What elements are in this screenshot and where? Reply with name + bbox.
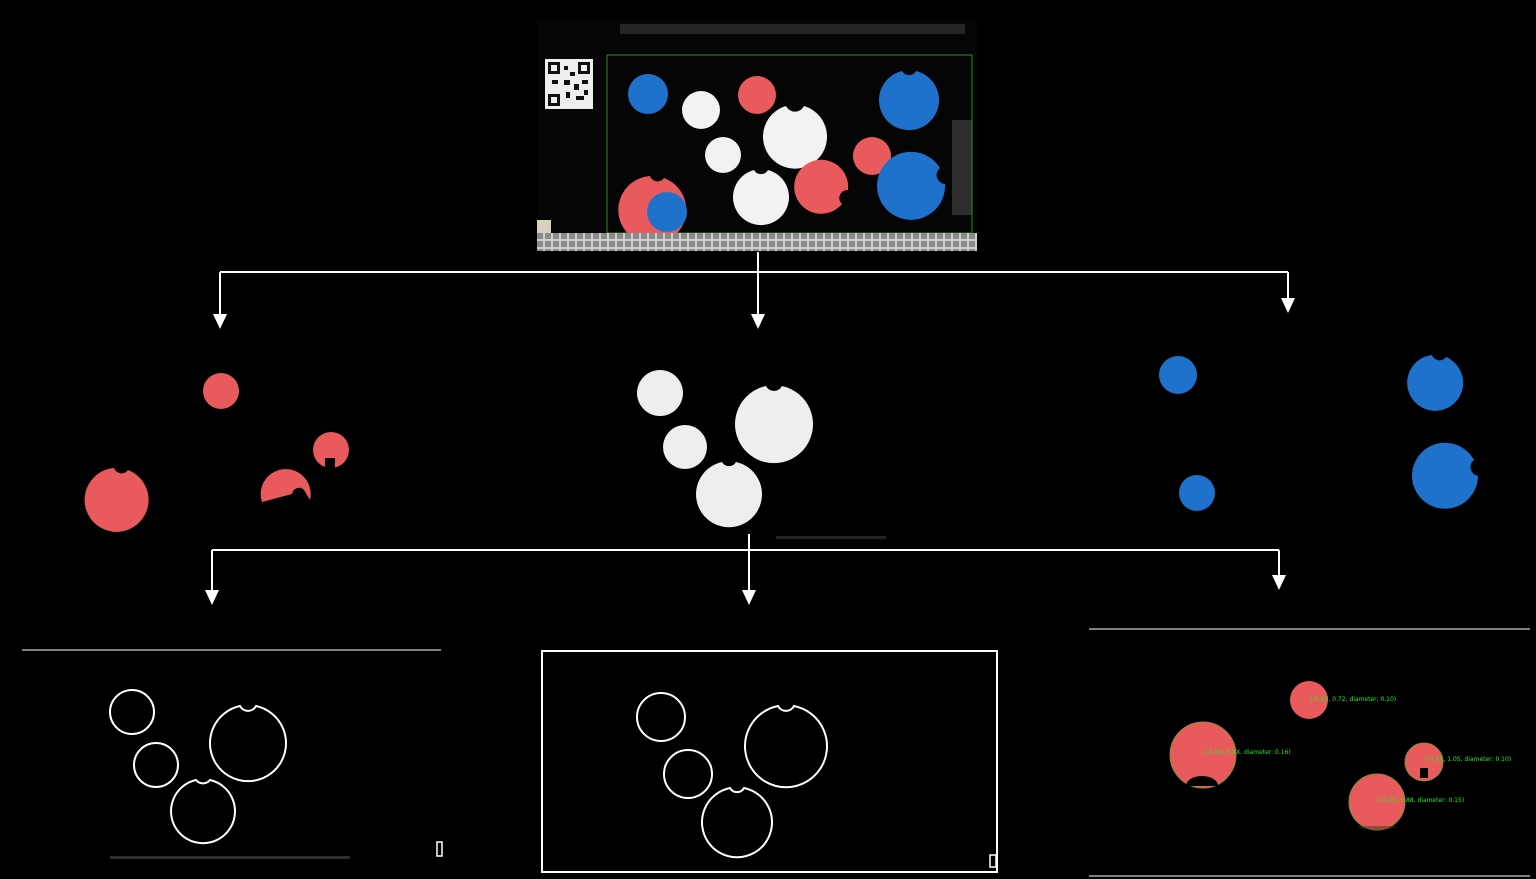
arrow-down-icon	[213, 314, 227, 329]
photo-white-chip	[733, 170, 790, 226]
source-photo	[537, 20, 977, 252]
connector-level-1	[219, 252, 1289, 318]
photo-blue-chip	[647, 192, 687, 232]
blue-color-mask	[1159, 355, 1478, 511]
photo-white-chip	[763, 106, 827, 169]
mesh-strip	[537, 233, 977, 251]
detected-chip	[1169, 721, 1237, 789]
photo-blue-chip	[879, 71, 940, 131]
detected-chip	[1404, 742, 1444, 782]
chip-annotation: (-0.XX, 1.05, diameter: 0.10)	[1425, 756, 1511, 763]
photo-blue-chip	[877, 151, 946, 220]
arrow-down-icon	[1272, 575, 1286, 590]
contour-panel	[541, 650, 998, 873]
arrow-down-icon	[751, 314, 765, 329]
chip-annotation: (-0.XX, 0.XX, diameter: 0.16)	[1204, 749, 1291, 756]
photo-blue-chip	[628, 74, 668, 114]
qr-code-icon	[545, 59, 593, 109]
arrow-down-icon	[1281, 298, 1295, 313]
chip-annotation: (-0.XX, 0.72, diameter: 0.10)	[1310, 696, 1396, 703]
photo-red-chip	[794, 159, 849, 214]
detected-chip	[1290, 681, 1328, 719]
photo-white-chip	[682, 91, 720, 129]
photo-red-chip	[853, 137, 891, 175]
red-color-mask	[84, 373, 349, 532]
photo-white-chip	[705, 137, 741, 173]
chip-annotation: (-0.XX, 0.88, diameter: 0.15)	[1378, 797, 1464, 804]
result-panel: (-0.XX, 0.72, diameter: 0.10) (-0.XX, 0.…	[1089, 628, 1530, 877]
arrow-down-icon	[742, 590, 756, 605]
edge-detection-panel	[22, 649, 443, 859]
white-color-mask	[637, 370, 813, 528]
photo-red-chip	[738, 76, 776, 114]
connector-level-2	[211, 534, 1280, 592]
arrow-down-icon	[205, 590, 219, 605]
